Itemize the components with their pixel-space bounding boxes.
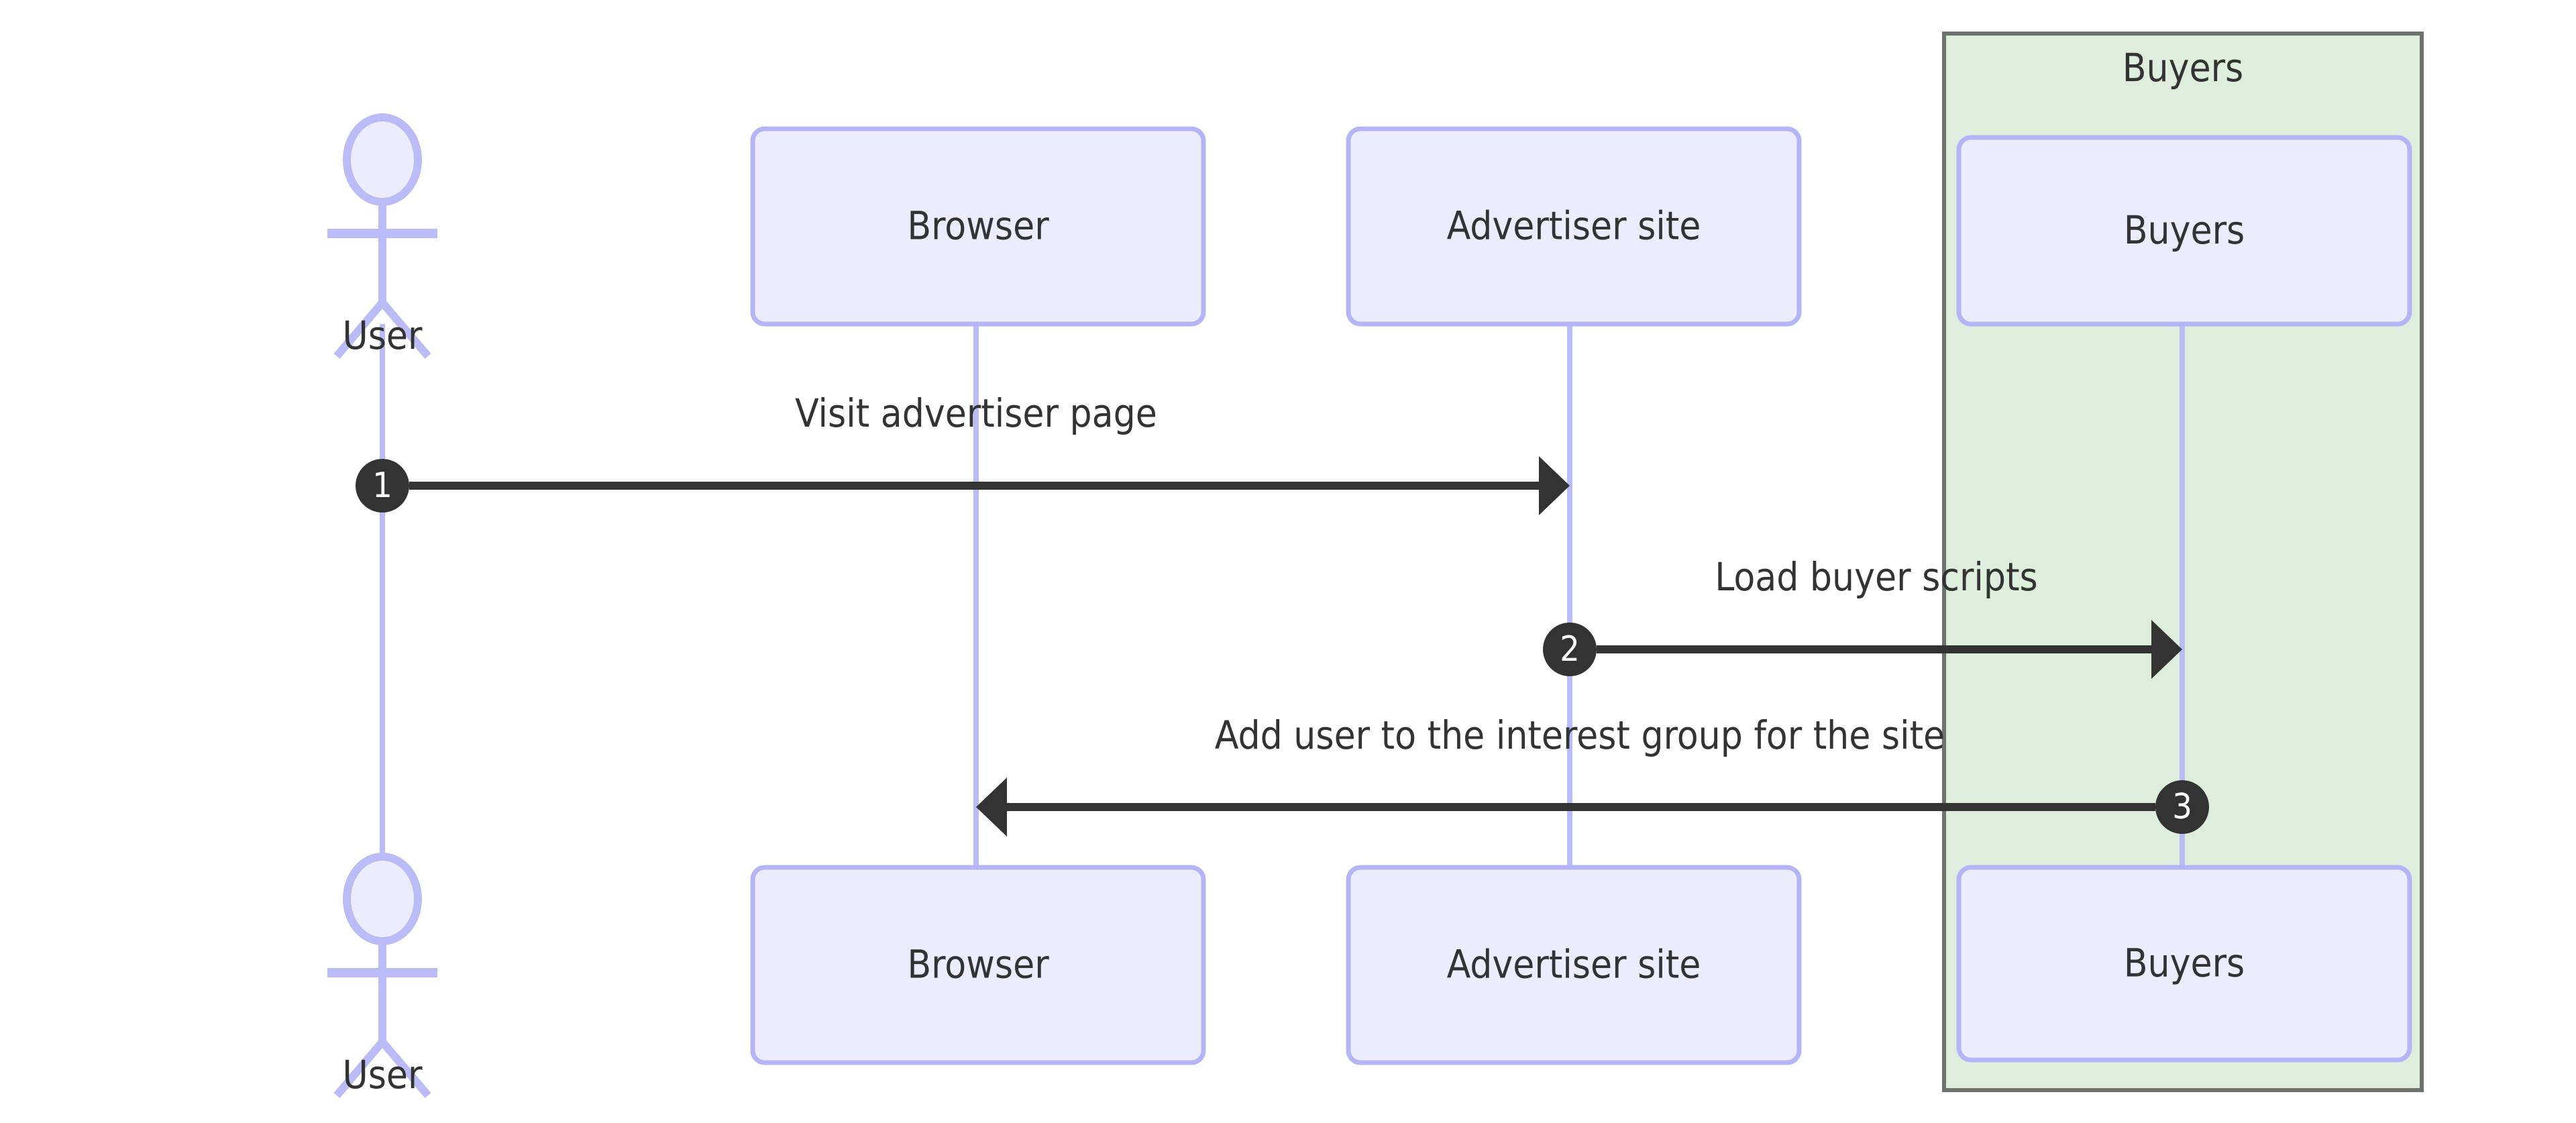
participant-box-label: Browser — [907, 203, 1049, 249]
participant-box-label: Buyers — [2124, 941, 2245, 986]
participant-box-buyers-bottom[interactable]: Buyers — [1956, 865, 2412, 1063]
actor-leg-right — [379, 1039, 431, 1098]
participant-box-browser-top[interactable]: Browser — [750, 126, 1206, 327]
message-arrowhead-icon — [1539, 456, 1570, 515]
actor-figure-user-bottom[interactable]: User — [327, 853, 437, 1098]
actor-label: User — [343, 313, 423, 358]
actor-head-icon — [343, 853, 422, 945]
message-1[interactable]: 1 Visit advertiser page — [356, 390, 1570, 515]
sequence-number-text: 1 — [372, 466, 392, 506]
actor-head-icon — [343, 113, 422, 206]
message-arrowhead-icon — [2151, 620, 2182, 679]
participant-box-adsite-top[interactable]: Advertiser site — [1346, 126, 1802, 327]
participant-box-label: Browser — [907, 942, 1049, 987]
participant-box-label: Buyers — [2124, 207, 2245, 253]
participant-box-browser-bottom[interactable]: Browser — [750, 865, 1206, 1065]
message-arrowhead-icon — [976, 778, 1007, 837]
actor-leg-left — [333, 1039, 386, 1098]
actor-label: User — [343, 1052, 423, 1098]
messages-layer: 1 Visit advertiser page 2 Load buyer script… — [356, 390, 2209, 837]
actor-figure-user-top[interactable]: User — [327, 113, 437, 359]
participant-box-adsite-bottom[interactable]: Advertiser site — [1346, 865, 1802, 1065]
actor-leg-right — [379, 300, 431, 359]
actor-leg-left — [333, 300, 386, 359]
participant-box-rect[interactable] — [1346, 865, 1802, 1065]
message-label: Add user to the interest group for the s… — [1215, 712, 1945, 758]
lifelines-layer — [380, 324, 2185, 867]
participant-box-rect[interactable] — [750, 865, 1206, 1065]
participant-box-label: Advertiser site — [1447, 203, 1701, 249]
sequence-number-marker[interactable] — [356, 459, 409, 513]
group-box-label: Buyers — [2123, 45, 2244, 91]
participant-box-rect[interactable] — [1956, 135, 2412, 327]
participant-box-label: Advertiser site — [1447, 942, 1701, 987]
participant-box-buyers-top[interactable]: Buyers — [1956, 135, 2412, 327]
participant-box-rect[interactable] — [1346, 126, 1802, 327]
participant-box-rect[interactable] — [750, 126, 1206, 327]
message-2[interactable]: 2 Load buyer scripts — [1543, 554, 2182, 679]
sequence-number-marker[interactable] — [1543, 623, 1597, 676]
participant-box-rect[interactable] — [1956, 865, 2412, 1063]
message-3[interactable]: 3 Add user to the interest group for the … — [976, 712, 2209, 837]
message-label: Visit advertiser page — [795, 390, 1157, 436]
message-label: Load buyer scripts — [1715, 554, 2037, 600]
sequence-number-text: 2 — [1560, 629, 1580, 670]
sequence-number-text: 3 — [2172, 787, 2192, 827]
sequence-number-marker[interactable] — [2155, 780, 2209, 834]
